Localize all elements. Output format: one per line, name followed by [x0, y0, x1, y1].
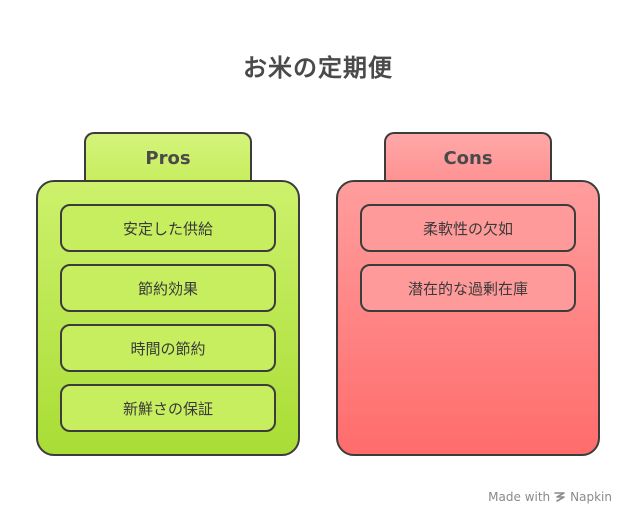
napkin-logo-icon — [554, 491, 566, 503]
cons-header: Cons — [384, 132, 552, 182]
cons-item: 柔軟性の欠如 — [360, 204, 576, 252]
pros-item: 安定した供給 — [60, 204, 276, 252]
pros-item: 節約効果 — [60, 264, 276, 312]
made-with-label: Made with — [488, 490, 551, 504]
pros-item: 新鮮さの保証 — [60, 384, 276, 432]
pros-header: Pros — [84, 132, 252, 182]
cons-item: 潜在的な過剰在庫 — [360, 264, 576, 312]
diagram-title: お米の定期便 — [243, 54, 393, 82]
made-with-napkin: Made with Napkin — [488, 490, 612, 504]
pros-label: Pros — [145, 147, 191, 169]
cons-panel: 柔軟性の欠如 潜在的な過剰在庫 — [336, 180, 600, 456]
cons-label: Cons — [443, 147, 493, 169]
pros-item: 時間の節約 — [60, 324, 276, 372]
pros-panel: 安定した供給 節約効果 時間の節約 新鮮さの保証 — [36, 180, 300, 456]
napkin-brand: Napkin — [570, 490, 612, 504]
